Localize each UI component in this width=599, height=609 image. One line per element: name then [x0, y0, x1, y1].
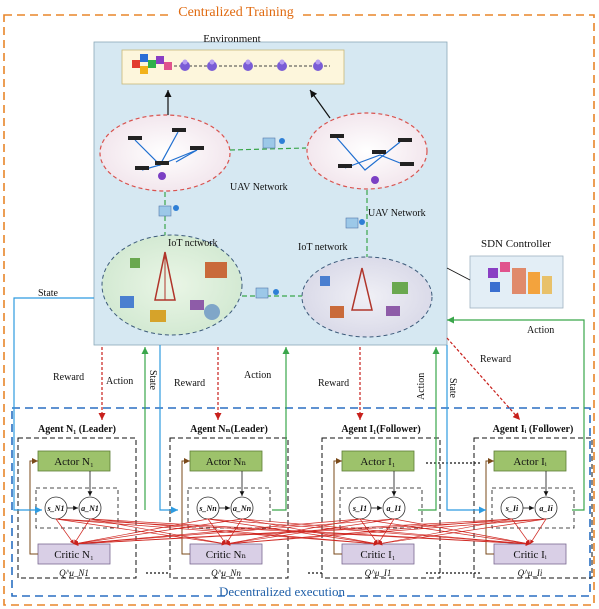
uav-network-left-label: UAV Network — [230, 182, 288, 193]
sdn-controller-label: SDN Controller — [481, 238, 551, 250]
agent-block-1: Agent N₁ (Leader) Actor N₁ s_N1 a_N1Critic … — [17, 424, 137, 579]
centralized-training-frame — [3, 14, 595, 606]
state-label-2: State — [147, 370, 158, 391]
centralized-training-title: Centralized Training — [178, 5, 294, 20]
sdn-controller-panel — [469, 255, 564, 309]
agent-title: Agent Iᵢ (Follower) — [493, 424, 574, 435]
critic-input-link — [529, 518, 547, 545]
link-icon — [345, 217, 365, 229]
environment-device-strip — [121, 49, 345, 85]
q-value-label: Q^μ_Nn — [211, 568, 241, 578]
q-value-label: Q^μ_N1 — [59, 568, 89, 578]
critic-label: Critic N₁ — [54, 549, 94, 561]
actor-label: Actor I₁ — [360, 456, 395, 468]
uav-network-left — [99, 114, 231, 192]
environment-label: Environment — [203, 33, 260, 45]
state-node-label: s_Nn — [198, 504, 217, 513]
action-node-label: a_I1 — [386, 504, 401, 513]
uav-network-right — [306, 112, 428, 190]
agent-title: Agent N₁ (Leader) — [38, 424, 116, 435]
state-action-frame — [491, 487, 575, 529]
iot-network-right-label: IoT network — [298, 242, 348, 253]
decentralized-execution-title: Decentralized execution — [219, 584, 345, 599]
critic-input-link — [511, 518, 531, 545]
agents-group: Agent N₁ (Leader) Actor N₁ s_N1 a_N1Critic … — [17, 424, 593, 579]
actor-label: Actor Nₙ — [206, 456, 247, 468]
critic-to-actor-arrow — [29, 458, 38, 555]
iot-network-left-label: IoT nctwork — [168, 238, 218, 249]
critic-to-actor-arrow — [485, 458, 494, 555]
agent-frame — [321, 437, 441, 579]
critic-input-link — [377, 518, 547, 546]
agent-block-3: Agent I₁(Follower) Actor I₁ s_I1 a_I1Critic… — [321, 424, 441, 579]
critic-input-link — [73, 518, 243, 546]
state-label-4: State — [447, 378, 458, 399]
critic-links — [55, 518, 547, 546]
state-node-label: s_I1 — [352, 504, 367, 513]
critic-input-link — [73, 518, 91, 545]
actor-label: Actor N₁ — [54, 456, 94, 468]
link-icon — [255, 287, 279, 299]
drone-icon — [330, 134, 414, 168]
action-node-label: a_N1 — [81, 504, 99, 513]
reward-label-3: Reward — [318, 378, 349, 389]
critic-label: Critic Nₙ — [206, 549, 247, 561]
iot-network-right — [301, 256, 433, 338]
state-node-label: s_N1 — [47, 504, 65, 513]
agent-title: Agent Nₙ(Leader) — [190, 424, 268, 435]
critic-input-link — [55, 518, 75, 545]
link-icon — [158, 205, 179, 217]
reward-label-4: Reward — [480, 354, 511, 365]
critic-input-link — [73, 518, 547, 546]
state-line-left — [13, 297, 94, 514]
agent-frame — [17, 437, 137, 579]
reward-label-2: Reward — [174, 378, 205, 389]
action-label-3: Action — [416, 373, 427, 400]
uav-network-right-label: UAV Network — [368, 208, 426, 219]
critic-label: Critic Iᵢ — [513, 549, 546, 561]
iot-network-left — [101, 234, 243, 336]
critic-input-link — [73, 518, 209, 546]
link-icon — [262, 137, 285, 149]
state-node-label: s_Ii — [505, 504, 519, 513]
critic-input-link — [73, 518, 361, 546]
agent-frame — [473, 437, 593, 579]
action-label-right: Action — [527, 325, 554, 336]
agent-block-4: Agent Iᵢ (Follower) Actor Iᵢ s_Ii a_IiCriti… — [473, 424, 593, 579]
reward-label-1: Reward — [53, 372, 84, 383]
critic-to-actor-arrow — [333, 458, 342, 555]
drone-icon — [128, 128, 204, 170]
agent-title: Agent I₁(Follower) — [341, 424, 420, 435]
action-label-2: Action — [244, 370, 271, 381]
q-value-label: Q^μ_Ii — [518, 568, 543, 578]
action-node-label: a_Nn — [233, 504, 252, 513]
critic-to-actor-arrow — [181, 458, 190, 555]
critic-input-link — [73, 518, 395, 546]
critic-label: Critic I₁ — [360, 549, 395, 561]
agent-frame — [169, 437, 289, 579]
action-label-1: Action — [106, 376, 133, 387]
actor-label: Actor Iᵢ — [513, 456, 546, 468]
critic-input-link — [225, 518, 547, 546]
q-value-label: Q^μ_I1 — [365, 568, 392, 578]
action-node-label: a_Ii — [539, 504, 553, 513]
state-label-left: State — [38, 288, 59, 299]
